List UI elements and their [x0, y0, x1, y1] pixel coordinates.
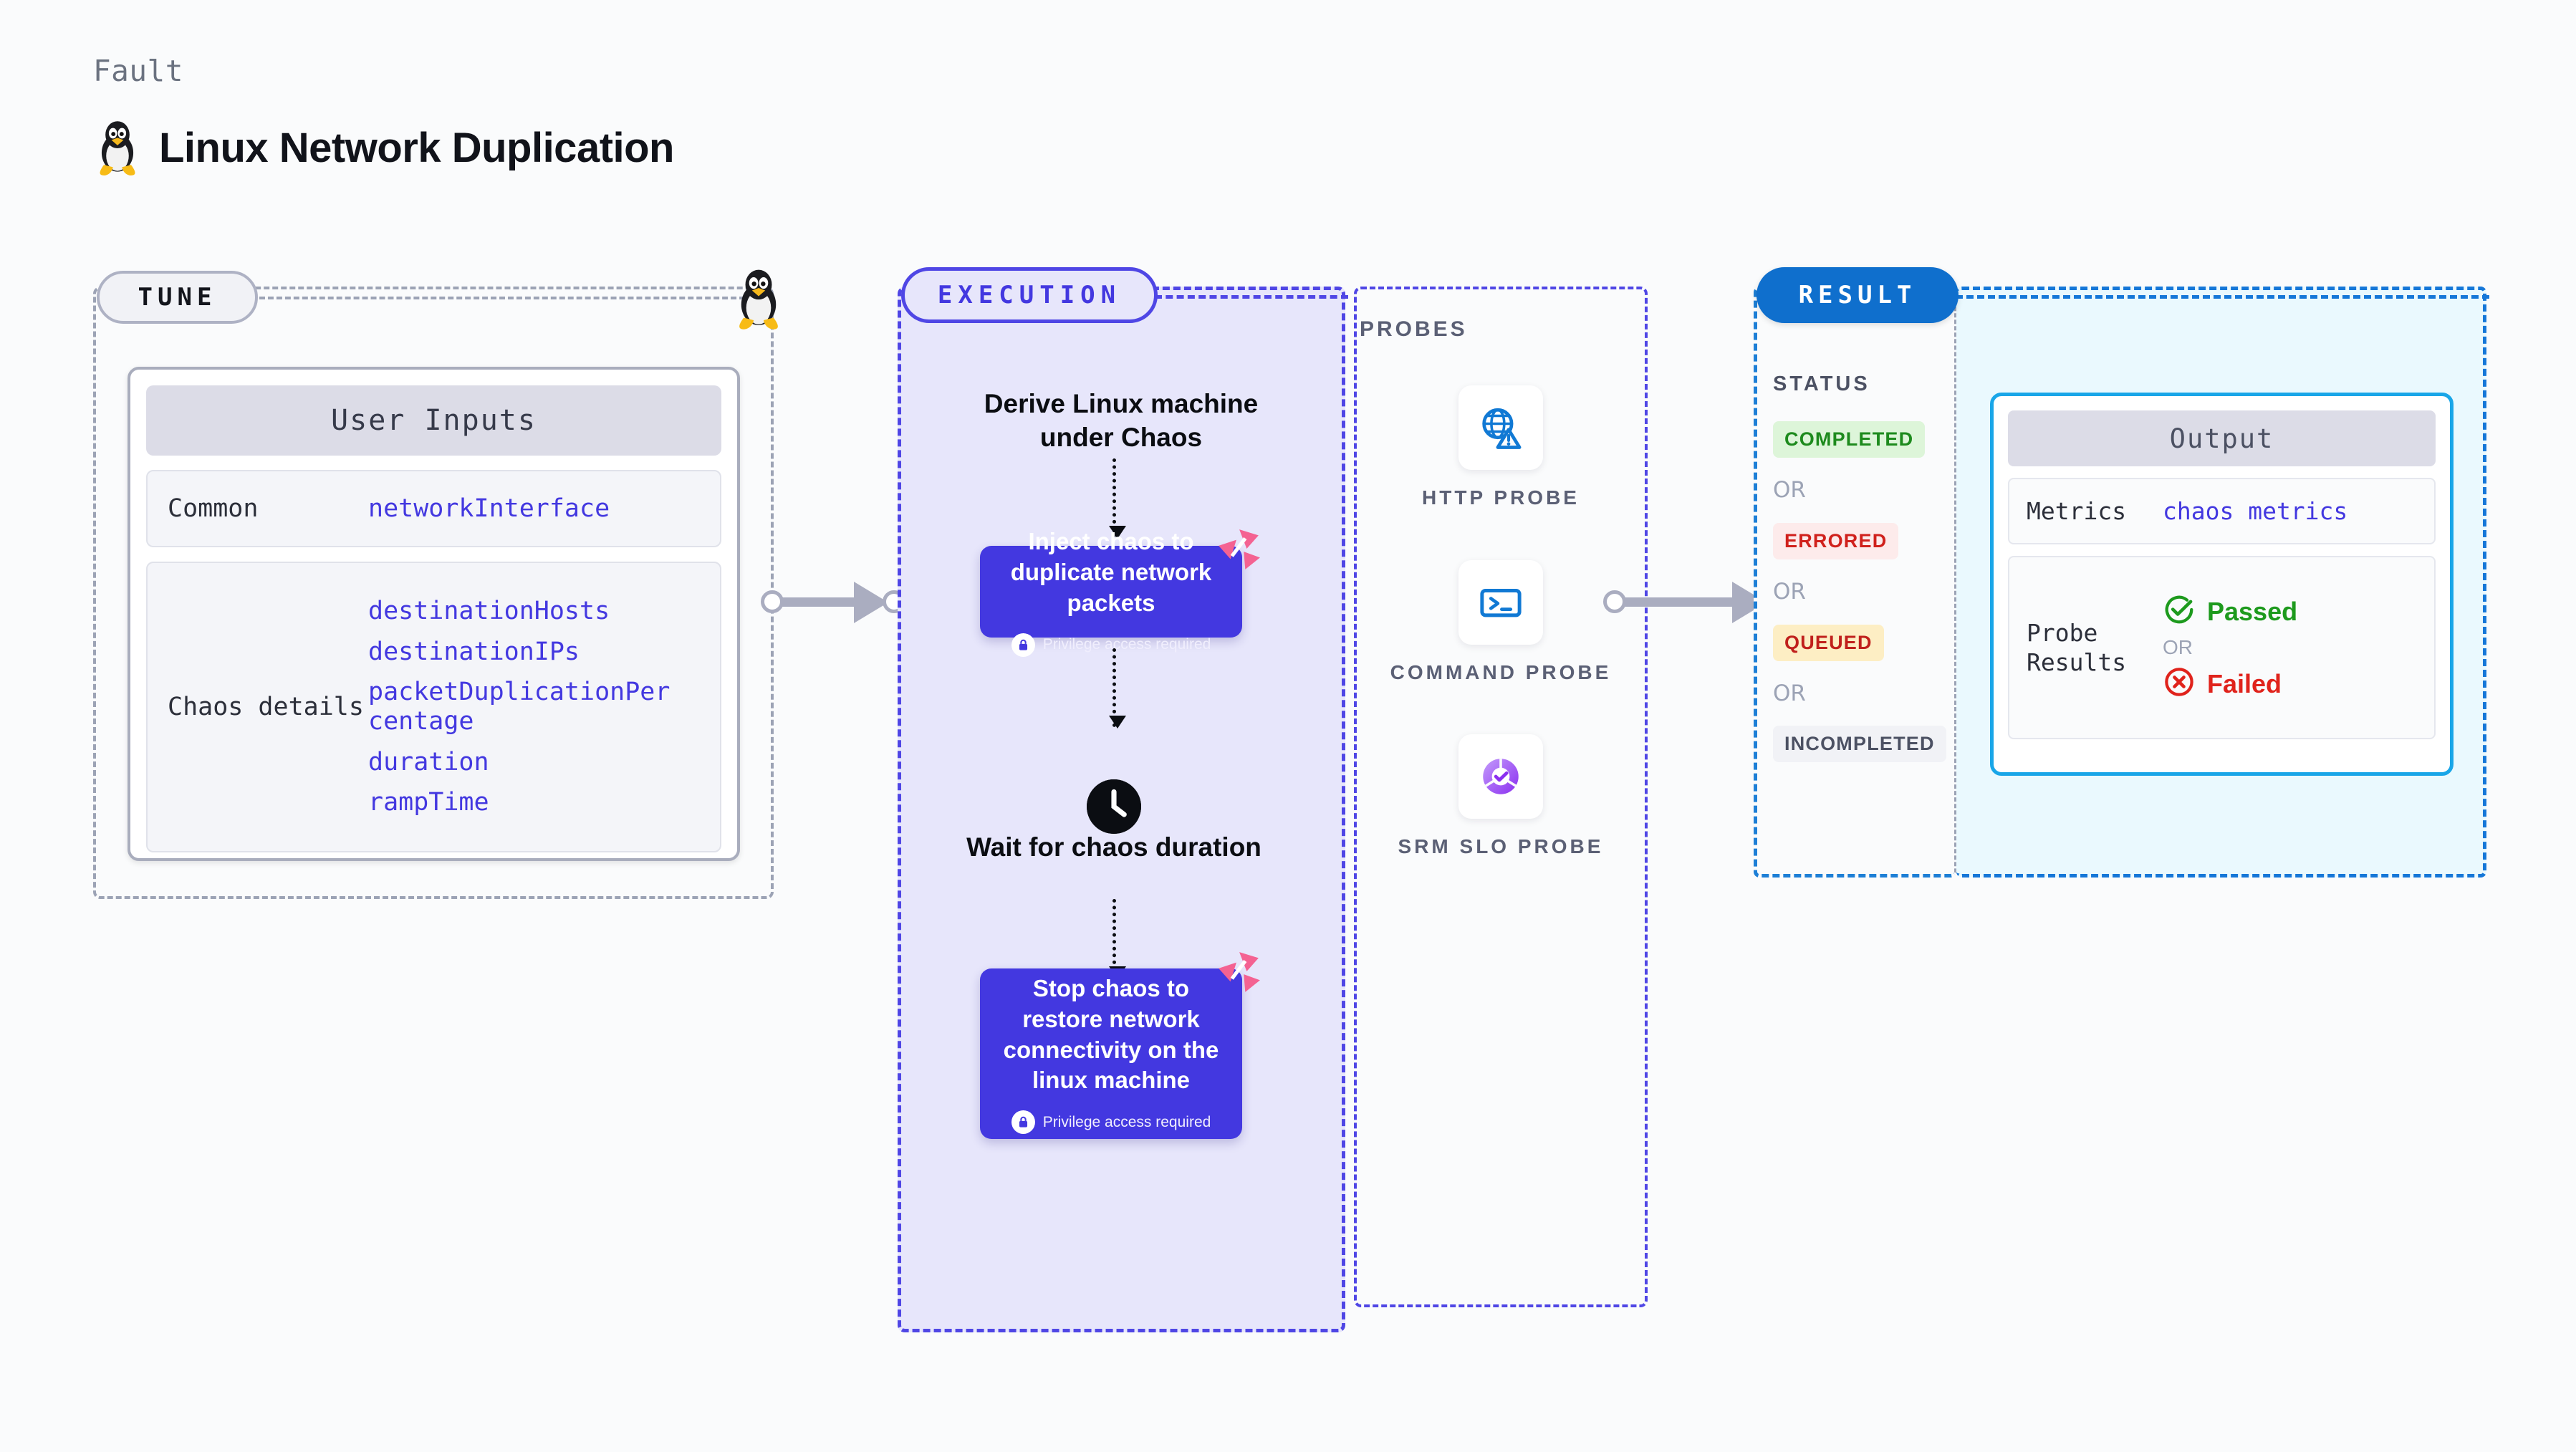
output-row-key: Probe Results	[2027, 618, 2127, 676]
output-metrics-link[interactable]: chaos metrics	[2163, 497, 2348, 525]
connector-start-dot	[761, 590, 784, 613]
page-title: Linux Network Duplication	[159, 124, 675, 171]
output-heading: Output	[2008, 410, 2436, 466]
connector-start-dot	[1603, 590, 1626, 613]
lock-icon	[1011, 1110, 1035, 1135]
output-row-key: Metrics	[2027, 496, 2127, 525]
user-inputs-card: User Inputs Common networkInterface Chao…	[128, 367, 740, 861]
input-value[interactable]: packetDuplicationPercentage	[368, 678, 671, 736]
input-row-chaos-details: Chaos details destinationHosts destinati…	[146, 562, 721, 852]
connector-line	[778, 597, 871, 607]
harness-mark-icon	[1214, 949, 1261, 996]
probe-item-http[interactable]: HTTP PROBE	[1354, 385, 1648, 511]
execution-pill[interactable]: EXECUTION	[901, 267, 1158, 323]
probe-item-command[interactable]: COMMAND PROBE	[1354, 560, 1648, 686]
stop-card-privilege-note: Privilege access required	[1011, 1110, 1211, 1135]
user-inputs-heading: User Inputs	[146, 385, 721, 456]
probe-label: COMMAND PROBE	[1390, 661, 1612, 683]
privilege-note-text: Privilege access required	[1042, 636, 1211, 653]
input-row-key: Chaos details	[168, 693, 364, 721]
input-row-common: Common networkInterface	[146, 470, 721, 547]
execution-step-derive-label: Derive Linux machine under Chaos	[984, 389, 1259, 453]
slo-check-donut-icon	[1458, 734, 1543, 819]
status-badge-errored: ERRORED	[1773, 523, 1899, 559]
input-value[interactable]: duration	[368, 747, 489, 777]
output-row-metrics: Metrics chaos metrics	[2008, 478, 2436, 544]
harness-mark-icon	[1214, 527, 1261, 574]
status-title: STATUS	[1773, 372, 1870, 395]
tune-connector-dash	[259, 297, 754, 299]
probe-verdicts: Passed OR Failed	[2163, 593, 2297, 702]
output-card: Output Metrics chaos metrics Probe Resul…	[1990, 393, 2454, 776]
inject-card-privilege-note: Privilege access required	[1011, 633, 1211, 657]
linux-penguin-icon	[93, 118, 142, 177]
execution-inject-chaos-card[interactable]: Inject chaos to duplicate network packet…	[980, 528, 1260, 657]
result-connector-dash	[1956, 295, 2489, 299]
flow-arrow-wait-to-stop	[1109, 899, 1126, 979]
result-pill[interactable]: RESULT	[1756, 267, 1959, 323]
x-circle-icon	[2163, 665, 2196, 702]
input-row-values: destinationHosts destinationIPs packetDu…	[368, 597, 676, 817]
failed-label: Failed	[2207, 668, 2282, 698]
input-row-key: Common	[168, 494, 259, 523]
probes-title: PROBES	[1360, 317, 1468, 341]
verdict-or-label: OR	[2163, 636, 2193, 658]
page-title-row: Linux Network Duplication	[93, 118, 675, 177]
flow-arrow-derive-to-inject	[1109, 458, 1126, 539]
input-value[interactable]: networkInterface	[368, 494, 610, 523]
probe-label: HTTP PROBE	[1422, 486, 1580, 509]
terminal-prompt-icon	[1458, 560, 1543, 645]
probe-label: SRM SLO PROBE	[1398, 835, 1604, 857]
inject-card-title: Inject chaos to duplicate network packet…	[1010, 528, 1212, 616]
privilege-note-text: Privilege access required	[1042, 1113, 1211, 1130]
page-eyebrow: Fault	[93, 54, 183, 88]
connector-tune-to-execution	[761, 580, 905, 623]
probe-item-srm-slo[interactable]: SRM SLO PROBE	[1354, 734, 1648, 860]
stop-card-title: Stop chaos to restore network connectivi…	[1003, 974, 1219, 1094]
status-or-label: OR	[1773, 477, 1806, 503]
output-row-probe-results: Probe Results Passed OR	[2008, 556, 2436, 739]
status-or-label: OR	[1773, 681, 1806, 706]
status-badge-queued: QUEUED	[1773, 625, 1884, 661]
connector-line	[1620, 597, 1749, 607]
linux-penguin-icon	[732, 266, 785, 331]
status-badge-completed: COMPLETED	[1773, 421, 1926, 458]
tune-pill[interactable]: TUNE	[97, 271, 258, 324]
input-value[interactable]: destinationHosts	[368, 597, 610, 626]
status-badge-incompleted: INCOMPLETED	[1773, 726, 1946, 762]
result-status-panel	[1754, 287, 1956, 878]
clock-icon	[1087, 779, 1141, 834]
flow-arrow-inject-to-wait	[1109, 648, 1126, 729]
input-value[interactable]: rampTime	[368, 788, 489, 817]
status-or-label: OR	[1773, 579, 1806, 605]
lock-icon	[1011, 633, 1035, 657]
probe-verdict-failed: Failed	[2163, 665, 2297, 702]
execution-stop-chaos-card[interactable]: Stop chaos to restore network connectivi…	[980, 952, 1260, 1139]
passed-label: Passed	[2207, 596, 2298, 626]
check-circle-icon	[2163, 593, 2196, 630]
probe-verdict-passed: Passed	[2163, 593, 2297, 630]
execution-connector-dash	[1155, 295, 1348, 299]
globe-warning-icon	[1458, 385, 1543, 470]
input-row-values: networkInterface	[368, 494, 610, 524]
execution-step-wait-label: Wait for chaos duration	[966, 832, 1261, 862]
input-value[interactable]: destinationIPs	[368, 637, 580, 666]
